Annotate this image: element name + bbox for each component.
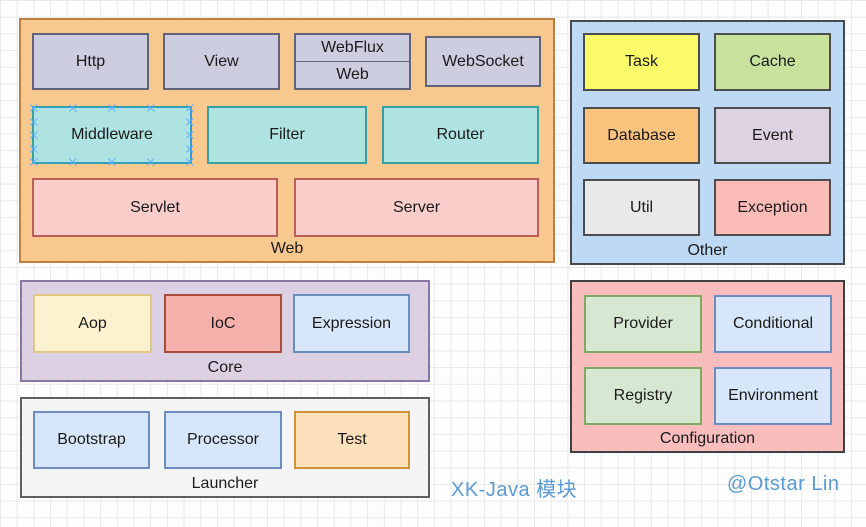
provider-box[interactable]: Provider xyxy=(584,295,702,353)
other-container-label: Other xyxy=(687,242,728,259)
filter-box[interactable]: Filter xyxy=(207,106,367,164)
expression-box[interactable]: Expression xyxy=(293,294,410,353)
configuration-container-label: Configuration xyxy=(659,430,756,447)
box-label: Server xyxy=(392,198,441,216)
box-label: Exception xyxy=(737,198,808,216)
connection-point-icon[interactable] xyxy=(147,158,155,166)
diagram-title: XK-Java 模块 xyxy=(451,479,578,501)
connection-point-icon[interactable] xyxy=(147,104,155,112)
box-label: Environment xyxy=(728,387,818,404)
box-label: Router xyxy=(436,126,485,143)
exception-box[interactable]: Exception xyxy=(714,179,831,236)
connection-point-icon[interactable] xyxy=(69,104,77,112)
box-label: Conditional xyxy=(732,315,814,332)
router-box[interactable]: Router xyxy=(382,106,539,164)
connection-point-icon[interactable] xyxy=(30,131,38,139)
box-label: Servlet xyxy=(130,198,180,216)
box-label: Cache xyxy=(749,53,796,70)
conditional-box[interactable]: Conditional xyxy=(714,295,832,353)
database-box[interactable]: Database xyxy=(583,107,700,164)
connection-point-icon[interactable] xyxy=(30,118,38,126)
box-label: Provider xyxy=(613,315,673,332)
web-cell[interactable]: Web xyxy=(296,61,409,88)
test-box[interactable]: Test xyxy=(294,411,410,469)
box-label: Web xyxy=(336,66,369,83)
http-box[interactable]: Http xyxy=(32,33,149,90)
connection-point-icon[interactable] xyxy=(30,145,38,153)
box-label: WebSocket xyxy=(442,52,524,70)
box-label: Test xyxy=(337,431,367,448)
box-label: Http xyxy=(75,52,106,70)
ioc-box[interactable]: IoC xyxy=(164,294,282,353)
box-label: Filter xyxy=(269,126,305,143)
connection-point-icon[interactable] xyxy=(69,158,77,166)
box-label: Task xyxy=(625,53,658,70)
processor-box[interactable]: Processor xyxy=(164,411,282,469)
box-label: Registry xyxy=(613,387,673,404)
box-label: Event xyxy=(752,126,793,144)
box-label: Database xyxy=(607,126,676,144)
view-box[interactable]: View xyxy=(163,33,280,90)
box-label: IoC xyxy=(210,314,236,332)
box-label: View xyxy=(204,52,239,70)
box-label: Middleware xyxy=(71,126,153,143)
connection-point-icon[interactable] xyxy=(30,104,38,112)
middleware-box[interactable]: Middleware xyxy=(32,106,192,164)
aop-box[interactable]: Aop xyxy=(33,294,152,353)
cache-box[interactable]: Cache xyxy=(714,33,831,91)
event-box[interactable]: Event xyxy=(714,107,831,164)
box-label: Aop xyxy=(78,314,107,332)
box-label: WebFlux xyxy=(321,39,384,56)
server-box[interactable]: Server xyxy=(294,178,539,237)
task-box[interactable]: Task xyxy=(583,33,700,91)
connection-point-icon[interactable] xyxy=(108,158,116,166)
util-box[interactable]: Util xyxy=(583,179,700,236)
connection-point-icon[interactable] xyxy=(186,145,194,153)
connection-point-icon[interactable] xyxy=(186,104,194,112)
connection-point-icon[interactable] xyxy=(186,158,194,166)
connection-point-icon[interactable] xyxy=(186,118,194,126)
environment-box[interactable]: Environment xyxy=(714,367,832,425)
core-container-label: Core xyxy=(207,359,243,376)
author-credit: @Otstar Lin xyxy=(727,473,840,495)
box-label: Bootstrap xyxy=(57,431,126,448)
box-label: Processor xyxy=(186,431,260,448)
bootstrap-box[interactable]: Bootstrap xyxy=(33,411,150,469)
web-container-label: Web xyxy=(270,240,304,257)
box-label: Util xyxy=(629,198,654,216)
webflux-cell[interactable]: WebFlux xyxy=(296,35,409,61)
registry-box[interactable]: Registry xyxy=(584,367,702,425)
connection-point-icon[interactable] xyxy=(186,131,194,139)
launcher-container-label: Launcher xyxy=(191,475,259,492)
box-label: Expression xyxy=(311,314,392,332)
websocket-box[interactable]: WebSocket xyxy=(425,36,541,87)
servlet-box[interactable]: Servlet xyxy=(32,178,278,237)
connection-point-icon[interactable] xyxy=(108,104,116,112)
connection-point-icon[interactable] xyxy=(30,158,38,166)
